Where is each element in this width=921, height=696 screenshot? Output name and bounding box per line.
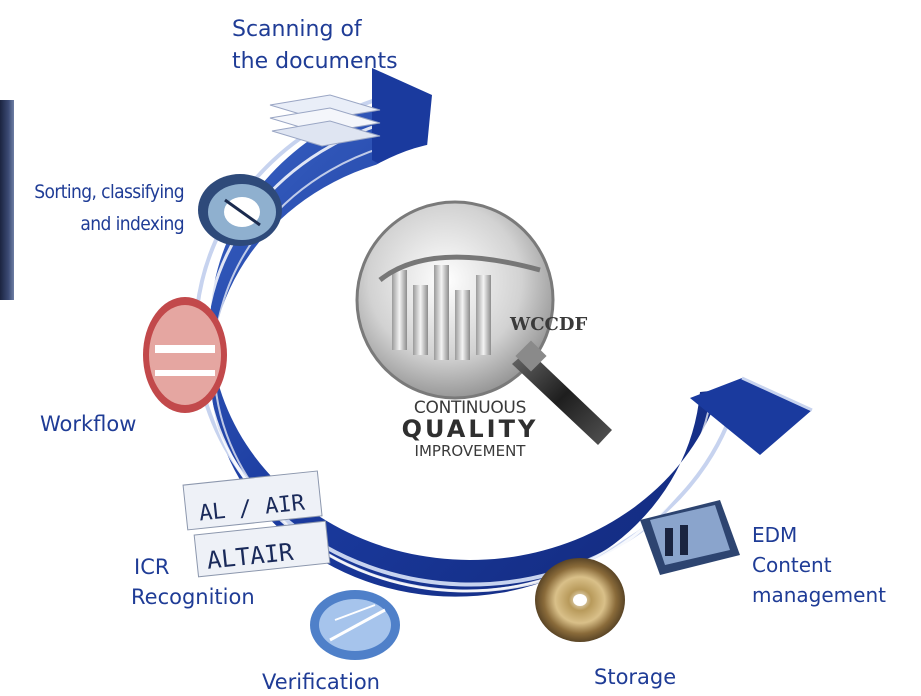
label-edm-line1: EDM	[752, 523, 798, 547]
center-line3: IMPROVEMENT	[414, 442, 526, 460]
label-icr: ICR Recognition	[131, 552, 255, 612]
disc-icon	[535, 558, 625, 642]
athletes-photo-icon	[143, 297, 227, 413]
label-scanning-line1: Scanning of	[232, 17, 362, 42]
center-caption: CONTINUOUS QUALITY IMPROVEMENT	[370, 398, 570, 460]
compass-dial-icon	[198, 174, 282, 246]
magnifying-glass-icon	[355, 200, 612, 445]
center-line2: QUALITY	[401, 415, 539, 443]
label-edm: EDM Content management	[752, 520, 886, 610]
label-storage: Storage	[594, 665, 676, 689]
left-edge-photo	[0, 100, 14, 300]
label-scanning-line2: the documents	[232, 49, 398, 74]
label-edm-line2: Content	[752, 553, 832, 577]
logo-text: WCCDF	[509, 314, 587, 335]
label-storage-line1: Storage	[594, 665, 677, 689]
center-line1: CONTINUOUS	[413, 398, 527, 418]
label-workflow-line1: Workflow	[40, 412, 137, 436]
keyboard-hands-icon	[310, 590, 400, 660]
label-sorting-line2: and indexing	[80, 213, 184, 235]
label-scanning: Scanning of the documents	[232, 14, 398, 78]
people-silhouette-icon	[640, 500, 740, 575]
label-icr-line1: ICR	[134, 555, 170, 579]
label-edm-line3: management	[752, 583, 886, 607]
label-sorting-line1: Sorting, classifying	[34, 181, 184, 203]
paper-tray-icon	[269, 94, 381, 147]
label-verification: Verification	[262, 670, 380, 694]
label-icr-line2: Recognition	[131, 585, 255, 609]
label-sorting: Sorting, classifying and indexing	[14, 176, 184, 240]
label-verification-line1: Verification	[262, 670, 380, 694]
label-workflow: Workflow	[40, 412, 136, 436]
handwriting-alair-icon	[182, 470, 331, 578]
